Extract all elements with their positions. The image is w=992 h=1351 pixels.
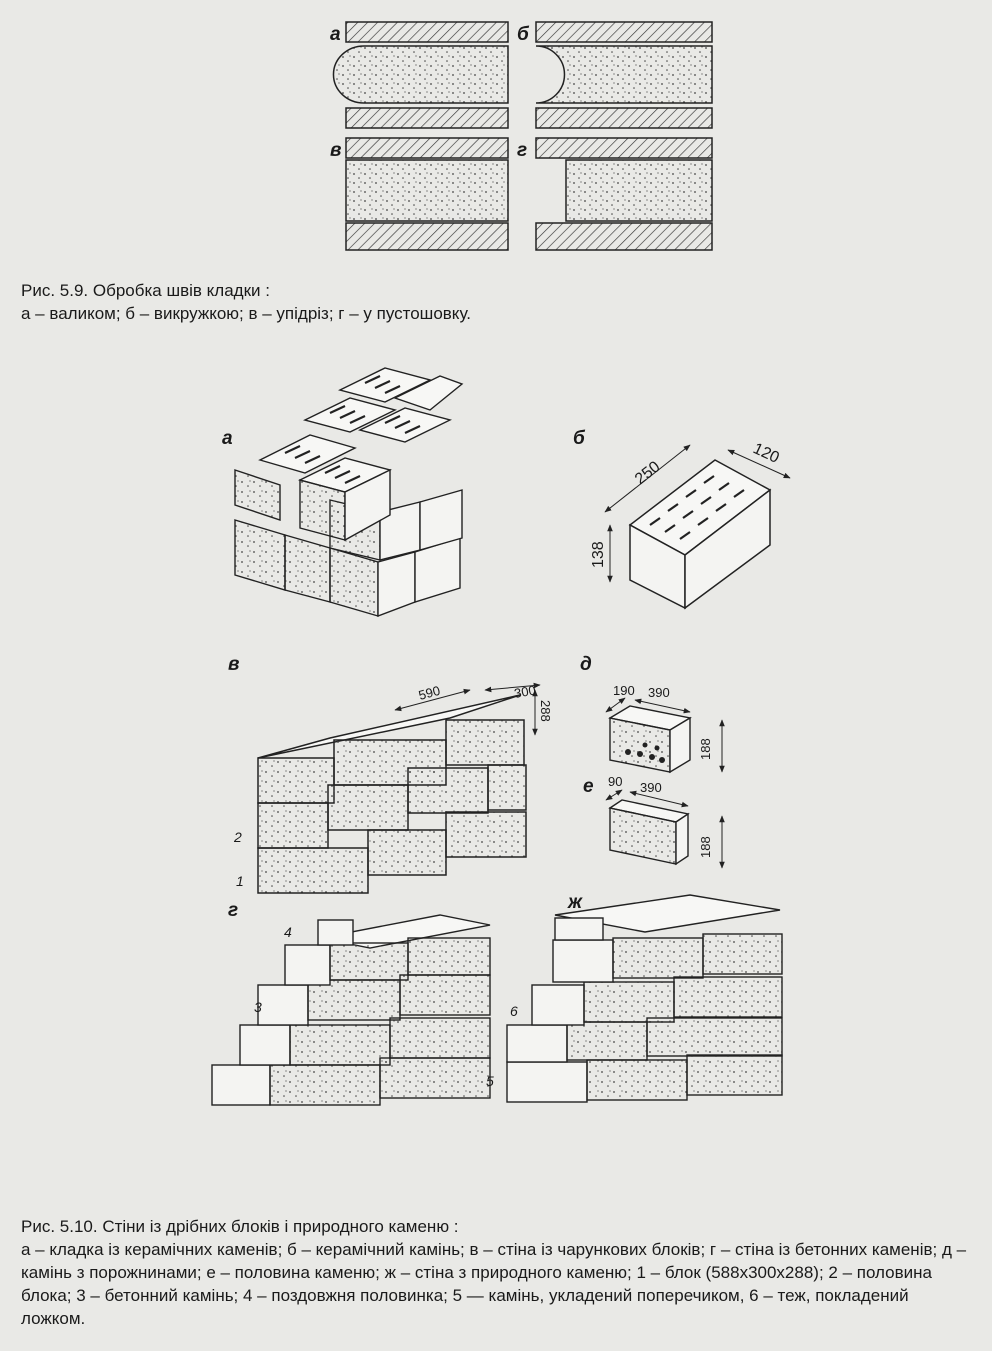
fig59-caption: Рис. 5.9. Обробка швів кладки : а – вали… xyxy=(21,279,961,325)
fig59-label-v: в xyxy=(330,140,341,161)
dim-b-height: 138 xyxy=(590,541,607,568)
fig510-caption: Рис. 5.10. Стіни із дрібних блоків і при… xyxy=(21,1215,976,1330)
callout-6: 6 xyxy=(510,1003,518,1019)
dim-e-height: 188 xyxy=(698,836,713,858)
fig59-label-a: а xyxy=(330,24,341,45)
callout-5: 5 xyxy=(486,1073,494,1089)
fig510-label-v: в xyxy=(228,654,239,675)
dim-v-length: 590 xyxy=(417,683,442,703)
callout-3: 3 xyxy=(254,999,262,1015)
fig510-label-d: д xyxy=(580,654,592,675)
fig59-label-b: б xyxy=(517,24,530,45)
concrete-stone-wall xyxy=(211,914,491,1106)
cellular-block-wall xyxy=(257,682,541,894)
dim-e-length: 390 xyxy=(640,780,662,795)
fig510-label-a: а xyxy=(222,428,233,449)
fig510-label-zh: ж xyxy=(567,892,583,913)
figure-5-9: а б в г xyxy=(330,21,713,251)
callout-2: 2 xyxy=(233,829,242,845)
joint-roller xyxy=(332,21,509,129)
figure-5-10: а б 250 120 138 xyxy=(211,367,791,1106)
ceramic-stone xyxy=(604,444,791,610)
fig59-label-g: г xyxy=(517,140,527,161)
ceramic-masonry xyxy=(234,367,464,618)
dim-d-width: 190 xyxy=(613,683,635,698)
half-stone xyxy=(605,789,725,869)
dim-b-width: 120 xyxy=(750,440,781,467)
fig510-label-g: г xyxy=(228,900,238,921)
hollow-stone xyxy=(605,697,725,774)
fig510-caption-title: Рис. 5.10. Стіни із дрібних блоків і при… xyxy=(21,1217,459,1236)
joint-flush xyxy=(345,137,509,251)
fig510-caption-body: а – кладка із керамічних каменів; б – ке… xyxy=(21,1240,967,1328)
fig510-label-e: е xyxy=(583,776,594,797)
dim-v-width: 300 xyxy=(513,682,537,701)
dim-v-height: 288 xyxy=(538,700,553,722)
dim-b-length: 250 xyxy=(632,458,664,488)
dim-d-length: 390 xyxy=(648,685,670,700)
joint-hollow xyxy=(535,137,713,251)
callout-1: 1 xyxy=(236,873,244,889)
dim-e-width: 90 xyxy=(608,774,622,789)
fig59-caption-body: а – валиком; б – викружкою; в – упідріз;… xyxy=(21,304,471,323)
joint-concave xyxy=(535,21,713,129)
fig510-label-b: б xyxy=(573,428,586,449)
dim-d-height: 188 xyxy=(698,738,713,760)
callout-4: 4 xyxy=(284,924,292,940)
fig59-caption-title: Рис. 5.9. Обробка швів кладки : xyxy=(21,281,270,300)
natural-stone-wall xyxy=(506,894,783,1103)
